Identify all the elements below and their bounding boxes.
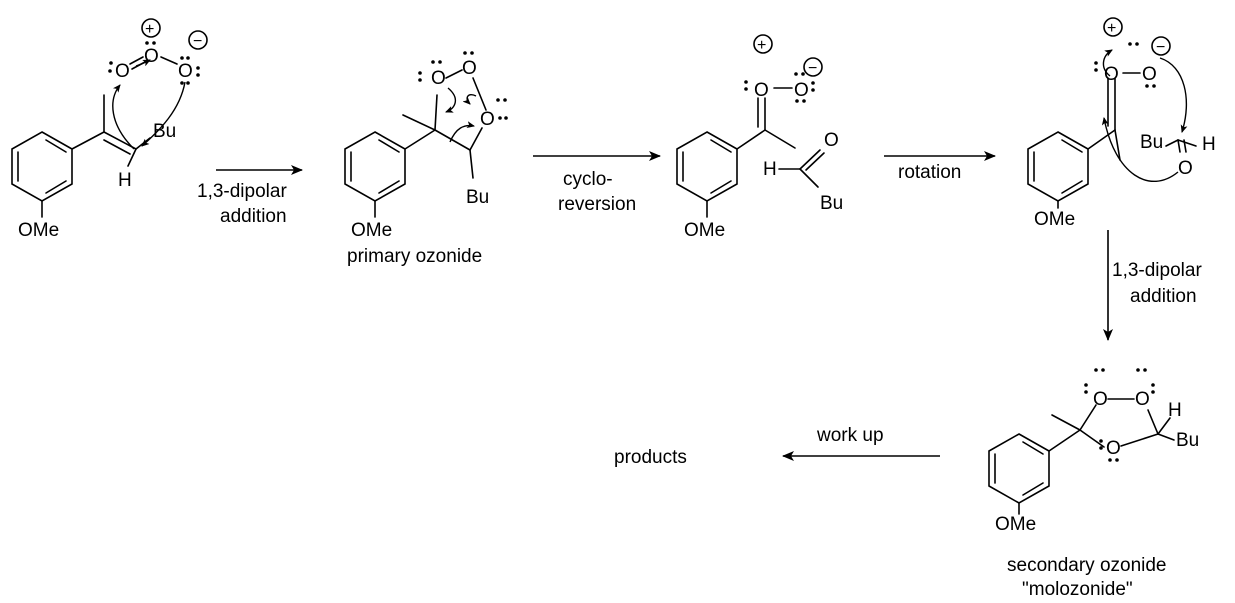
plus-charge-3: + <box>757 37 766 54</box>
step5-label: work up <box>816 425 884 446</box>
carbonyl-oxide-o1: O <box>754 80 769 101</box>
curly-arrow-ozonide-3 <box>449 121 475 143</box>
approach-bu: Bu <box>1140 132 1163 153</box>
minus-charge-3: − <box>808 60 817 77</box>
molecule-rotated-dipole-approach: OMe O O + − Bu H O <box>1027 17 1216 230</box>
ome-label: OMe <box>18 220 59 241</box>
step2-label-line1: cyclo- <box>563 169 613 190</box>
secondary-ozonide-o3: O <box>1106 438 1121 459</box>
approach-o: O <box>1178 158 1193 179</box>
molecule-carbonyl-oxide-and-aldehyde: OMe O O + − H O Bu <box>676 34 843 241</box>
secondary-ozonide-h: H <box>1168 400 1182 421</box>
step3-label: rotation <box>898 162 961 183</box>
curly-arrow-pi-to-o <box>112 84 135 150</box>
ome-label-4: OMe <box>1034 209 1075 230</box>
aldehyde-bu: Bu <box>820 193 843 214</box>
curly-arrow-pi-to-o <box>1102 49 1113 77</box>
h-label: H <box>118 170 132 191</box>
secondary-ozonide-o2: O <box>1135 389 1150 410</box>
secondary-ozonide-caption-line2: "molozonide" <box>1022 579 1133 600</box>
dipole-o2: O <box>1142 64 1157 85</box>
curly-arrow-ozonide-2 <box>462 94 477 105</box>
curly-arrow-pi-shift <box>135 59 151 67</box>
molecule-secondary-ozonide: OMe O O O H Bu <box>988 368 1199 535</box>
bu-label-2: Bu <box>466 187 489 208</box>
molecule-primary-ozonide: OMe Bu O O O <box>344 51 508 241</box>
secondary-ozonide-caption-line1: secondary ozonide <box>1007 555 1167 576</box>
step4-label-line1: 1,3-dipolar <box>1112 260 1202 281</box>
step1-label-line1: 1,3-dipolar <box>197 181 287 202</box>
products-label: products <box>614 447 687 468</box>
ozonide-o2: O <box>462 58 477 79</box>
aldehyde-h: H <box>763 159 777 180</box>
step1-label-line2: addition <box>220 206 287 227</box>
bu-label: Bu <box>153 121 176 142</box>
ozonide-o1: O <box>431 68 446 89</box>
curly-arrow-dipole-to-c <box>1159 57 1188 133</box>
molecule-alkene-with-ozone: OMe Bu H O O O + − <box>11 18 208 241</box>
ozone-minus-charge: − <box>193 33 202 50</box>
primary-ozonide-caption: primary ozonide <box>347 246 482 267</box>
ome-label-3: OMe <box>684 220 725 241</box>
step2-label-line2: reversion <box>558 194 636 215</box>
curly-arrow-o-to-c <box>1101 117 1179 182</box>
ome-label-5: OMe <box>995 514 1036 535</box>
curly-arrow-o-to-c <box>141 81 186 147</box>
approach-h: H <box>1202 134 1216 155</box>
curly-arrow-ozonide-1 <box>445 87 456 113</box>
step4-label-line2: addition <box>1130 286 1197 307</box>
secondary-ozonide-bu: Bu <box>1176 430 1199 451</box>
ozone-o2: O <box>144 46 159 67</box>
ozone-o3: O <box>178 61 193 82</box>
ozone-plus-charge: + <box>145 21 154 38</box>
dipole-o1: O <box>1104 64 1119 85</box>
ome-label-2: OMe <box>351 220 392 241</box>
secondary-ozonide-o1: O <box>1093 389 1108 410</box>
minus-charge-4: − <box>1156 39 1165 56</box>
ozone-o1: O <box>115 61 130 82</box>
aldehyde-o: O <box>824 130 839 151</box>
ozonide-o3: O <box>480 109 495 130</box>
plus-charge-4: + <box>1107 20 1116 37</box>
carbonyl-oxide-o2: O <box>794 80 809 101</box>
